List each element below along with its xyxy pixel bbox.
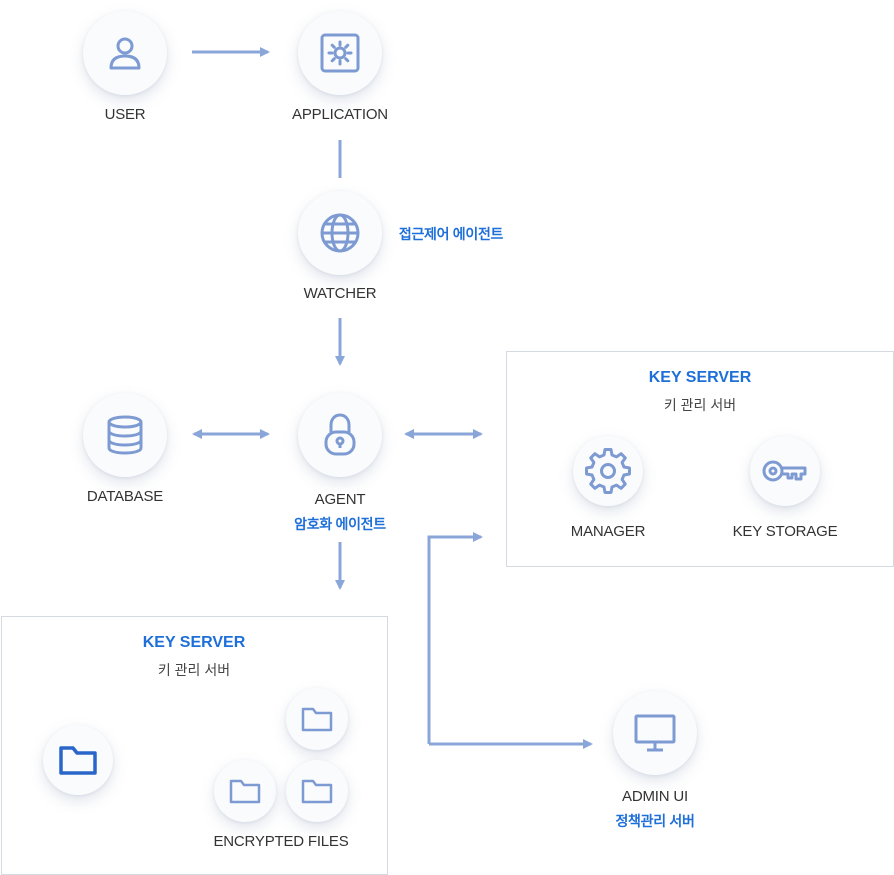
agent-label: AGENT (314, 491, 366, 508)
user-node (83, 11, 167, 95)
manager-label: MANAGER (570, 523, 646, 540)
arrow-admin-keyserver (427, 532, 483, 744)
gear-icon (585, 448, 631, 494)
admin-ui-node (613, 691, 697, 775)
key-server-left-subtitle: 키 관리 서버 (157, 662, 231, 678)
database-node (83, 393, 167, 477)
encrypted-file-node-1 (286, 688, 348, 750)
folder-icon (301, 779, 333, 804)
admin-ui-label: ADMIN UI (622, 788, 688, 805)
encrypted-file-node-3 (286, 760, 348, 822)
database-icon (107, 415, 143, 455)
agent-sub-label: 암호화 에이전트 (294, 516, 386, 532)
watcher-node (298, 191, 382, 275)
application-label: APPLICATION (292, 106, 388, 123)
key-storage-node (750, 436, 820, 506)
gear-box-icon (320, 33, 360, 73)
agent-node (298, 393, 382, 477)
lock-icon (324, 413, 356, 456)
application-node (298, 11, 382, 95)
folder-icon (59, 746, 97, 775)
monitor-icon (634, 714, 676, 752)
watcher-label: WATCHER (303, 285, 377, 302)
folder-main-node (43, 725, 113, 795)
database-label: DATABASE (86, 488, 164, 505)
watcher-sub-label: 접근제어 에이전트 (398, 226, 504, 242)
folder-icon (301, 707, 333, 732)
key-server-right-box (506, 351, 894, 567)
globe-icon (320, 213, 360, 253)
folder-icon (229, 779, 261, 804)
key-server-left-title: KEY SERVER (142, 634, 246, 651)
key-storage-label: KEY STORAGE (732, 523, 838, 540)
encrypted-files-label: ENCRYPTED FILES (213, 833, 349, 850)
key-server-right-title: KEY SERVER (648, 369, 752, 386)
admin-ui-sub-label: 정책관리 서버 (615, 813, 695, 829)
key-icon (762, 460, 807, 482)
user-label: USER (104, 106, 146, 123)
encrypted-file-node-2 (214, 760, 276, 822)
manager-node (573, 436, 643, 506)
key-server-right-subtitle: 키 관리 서버 (663, 397, 737, 413)
user-icon (109, 37, 141, 70)
